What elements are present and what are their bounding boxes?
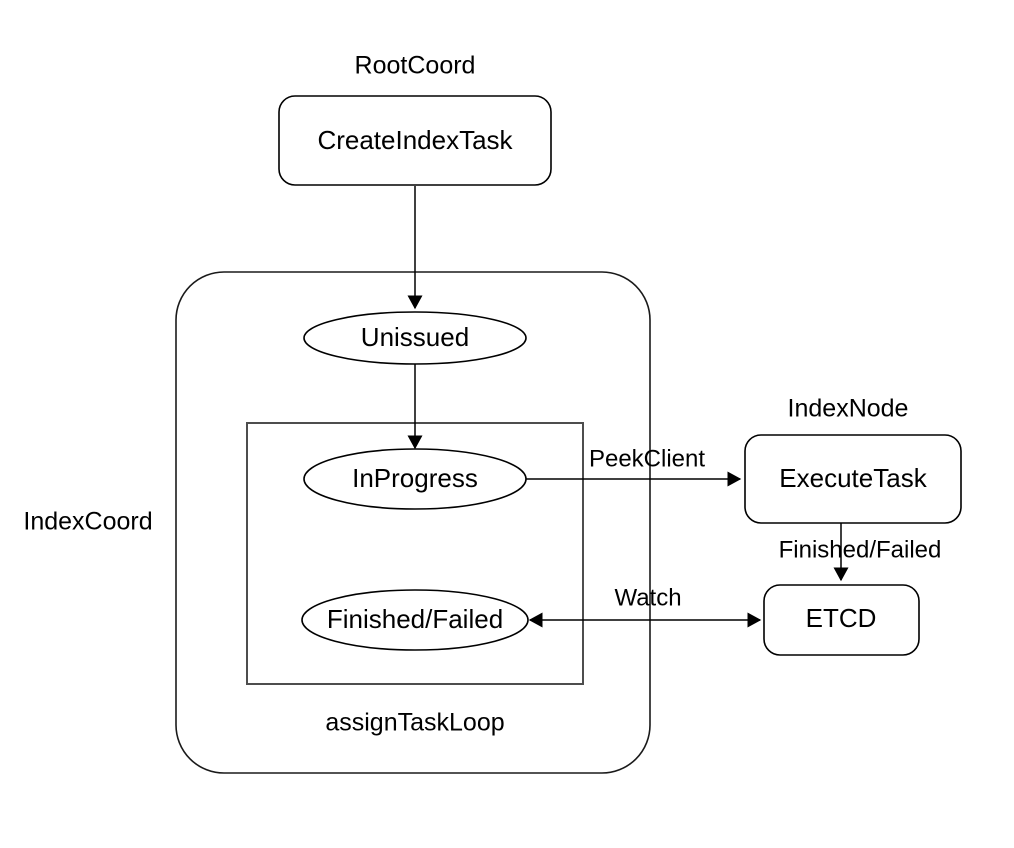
node-execute-task-shape — [744, 434, 962, 524]
group-label-index-node: IndexNode — [788, 395, 909, 423]
group-index-coord — [175, 271, 651, 774]
node-execute-task-label: ExecuteTask — [779, 463, 927, 493]
node-in-progress-shape — [303, 448, 527, 510]
node-finished-failed-label: Finished/Failed — [327, 604, 503, 634]
edge-label-watch: Watch — [614, 584, 681, 611]
node-unissued[interactable]: Unissued — [303, 311, 527, 365]
node-etcd[interactable]: ETCD — [763, 584, 920, 656]
edge-label-peek-client: PeekClient — [589, 445, 705, 472]
node-finished-failed[interactable]: Finished/Failed — [301, 589, 529, 651]
node-etcd-shape — [763, 584, 920, 656]
group-label-assign-task-loop: assignTaskLoop — [325, 709, 504, 737]
node-finished-failed-shape — [301, 589, 529, 651]
node-create-index-task-shape — [278, 95, 552, 186]
node-in-progress[interactable]: InProgress — [303, 448, 527, 510]
group-label-index-coord: IndexCoord — [23, 508, 152, 536]
group-label-root-coord: RootCoord — [355, 52, 476, 80]
node-etcd-label: ETCD — [806, 603, 877, 633]
node-unissued-label: Unissued — [361, 322, 469, 352]
node-create-index-task-label: CreateIndexTask — [317, 125, 513, 155]
edge-label-finished-failed: Finished/Failed — [779, 536, 942, 563]
node-create-index-task[interactable]: CreateIndexTask — [278, 95, 552, 186]
node-in-progress-label: InProgress — [352, 463, 478, 493]
node-execute-task[interactable]: ExecuteTask — [744, 434, 962, 524]
node-unissued-shape — [303, 311, 527, 365]
